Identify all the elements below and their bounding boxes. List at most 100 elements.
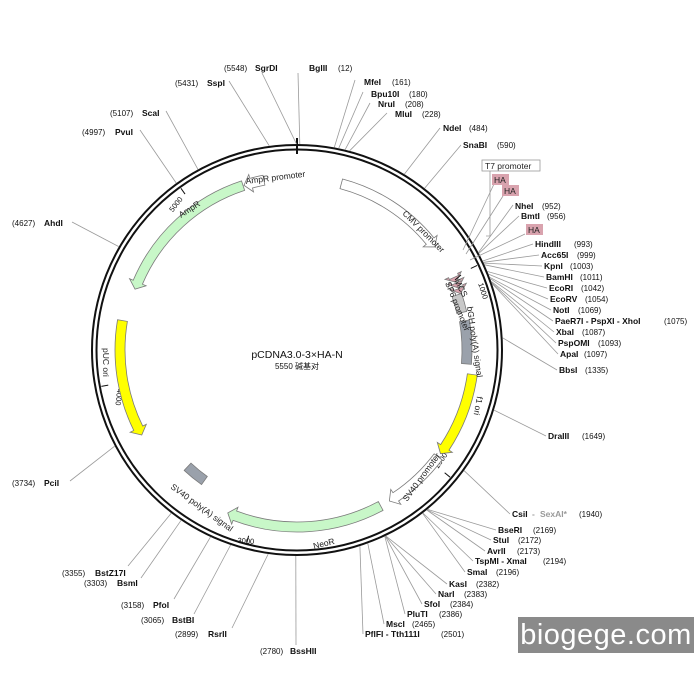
site-leader: [463, 470, 511, 515]
features: [114, 173, 478, 533]
svg-text:(3065): (3065): [141, 616, 164, 625]
site-leader: [424, 144, 462, 189]
ampr-promoter-label: AmpR promoter: [245, 169, 306, 186]
site-label-xbai: XbaI(1087): [556, 327, 605, 337]
site-label-bamhi: BamHI(1011): [546, 272, 603, 282]
site-leader: [349, 112, 388, 152]
feature-ha: [446, 276, 465, 289]
tick-label: 3000: [237, 536, 254, 546]
svg-text:NotI: NotI: [553, 305, 570, 315]
site-leader: [71, 221, 119, 247]
site-label-sgrdi: (5548)SgrDI: [224, 63, 278, 73]
ha-callout-2: [502, 185, 519, 196]
site-label-ecori: EcoRI(1042): [549, 283, 604, 293]
svg-text:(4997): (4997): [82, 128, 105, 137]
svg-text:(5548): (5548): [224, 64, 247, 73]
ha-callout-1: [492, 174, 509, 185]
site-label-bsmi: (3303)BsmI: [84, 578, 138, 588]
tick-mark: [101, 384, 109, 387]
site-leader: [490, 280, 555, 333]
svg-text:(1087): (1087): [582, 328, 605, 337]
ha-callout-leader-2: [465, 195, 504, 255]
site-leader: [422, 512, 474, 562]
site-leader: [478, 215, 520, 254]
cmv-promoter-label: CMV promoter: [401, 208, 447, 254]
svg-text:(5107): (5107): [110, 109, 133, 118]
site-leader: [491, 283, 559, 355]
svg-text:(3158): (3158): [121, 601, 144, 610]
site-leader: [228, 80, 270, 147]
site-label-bstz17i: (3355)BstZ17I: [62, 568, 126, 578]
svg-text:ApaI: ApaI: [560, 349, 578, 359]
svg-text:(484): (484): [469, 124, 488, 133]
site-leader: [422, 513, 466, 573]
site-leader: [491, 282, 557, 344]
svg-text:(590): (590): [497, 141, 516, 150]
svg-text:(208): (208): [405, 100, 424, 109]
plasmid-size: 5550 碱基对: [275, 361, 319, 371]
svg-text:BssHII: BssHII: [290, 646, 316, 656]
feature-ampr: [128, 180, 246, 290]
site-leader: [384, 536, 406, 615]
sp6-marker: [454, 274, 462, 281]
svg-text:KasI: KasI: [449, 579, 467, 589]
svg-text:SexAI*: SexAI*: [540, 509, 568, 519]
site-label-bsshii: (2780) BssHII: [260, 646, 316, 656]
svg-text:(2386): (2386): [439, 610, 462, 619]
svg-text:PaeR7I - PspXI - XhoI: PaeR7I - PspXI - XhoI: [555, 316, 641, 326]
svg-text:(3303): (3303): [84, 579, 107, 588]
site-label-hindiii: HindIII(993): [535, 239, 593, 249]
tick-label: 1000: [476, 282, 490, 301]
feature-ampr-promoter: [243, 173, 266, 193]
site-label-scai: (5107)ScaI: [110, 108, 160, 118]
svg-text:AhdI: AhdI: [44, 218, 63, 228]
svg-text:(1069): (1069): [578, 306, 601, 315]
svg-text:(2382): (2382): [476, 580, 499, 589]
svg-text:(1042): (1042): [581, 284, 604, 293]
site-leader: [69, 445, 116, 482]
site-label-smai: SmaI(2196): [467, 567, 519, 577]
primer-markers: T7 promoter HA HA HA: [454, 159, 543, 281]
t7-promoter-box: [481, 159, 541, 172]
svg-text:(1093): (1093): [598, 339, 621, 348]
svg-text:MscI: MscI: [386, 619, 405, 629]
site-label-rsrii: (2899)RsrII: [175, 629, 227, 639]
site-leader: [426, 509, 492, 541]
svg-text:(1054): (1054): [585, 295, 608, 304]
svg-text:(4627): (4627): [12, 219, 35, 228]
tick-mark: [444, 472, 451, 478]
svg-text:-: -: [532, 509, 535, 519]
svg-text:NheI: NheI: [515, 201, 533, 211]
svg-text:(5431): (5431): [175, 79, 198, 88]
svg-text:StuI: StuI: [493, 535, 509, 545]
tick-label: 4000: [113, 388, 124, 406]
site-leader: [484, 264, 545, 278]
svg-text:PvuI: PvuI: [115, 127, 133, 137]
svg-text:PspOMI: PspOMI: [558, 338, 590, 348]
svg-text:(2780): (2780): [260, 647, 283, 656]
site-label-draiii: DraIII(1649): [548, 431, 605, 441]
svg-text:(1097): (1097): [584, 350, 607, 359]
feature-sv40-promoter: [388, 453, 443, 506]
watermark: biogege.com: [518, 617, 694, 653]
svg-text:(3355): (3355): [62, 569, 85, 578]
svg-text:MluI: MluI: [395, 109, 412, 119]
site-leader: [483, 254, 540, 263]
svg-text:SfoI: SfoI: [424, 599, 440, 609]
site-label-pvui: (4997) PvuI: [82, 127, 133, 137]
svg-text:PciI: PciI: [44, 478, 59, 488]
site-leader: [487, 271, 548, 289]
svg-text:PfoI: PfoI: [153, 600, 169, 610]
site-label-mfei: MfeI(161): [364, 77, 411, 87]
site-leader: [482, 243, 534, 262]
feature-ha: [443, 270, 463, 283]
site-label-kasi: KasI (2382): [449, 579, 499, 589]
svg-text:SmaI: SmaI: [467, 567, 487, 577]
site-label-pfoi: (3158) PfoI: [121, 600, 169, 610]
site-leader: [139, 129, 177, 184]
site-label-apai: ApaI (1097): [560, 349, 607, 359]
tick-mark: [246, 535, 250, 543]
svg-text:(12): (12): [338, 64, 353, 73]
svg-text:AvrII: AvrII: [487, 546, 506, 556]
tick-mark: [180, 188, 186, 195]
